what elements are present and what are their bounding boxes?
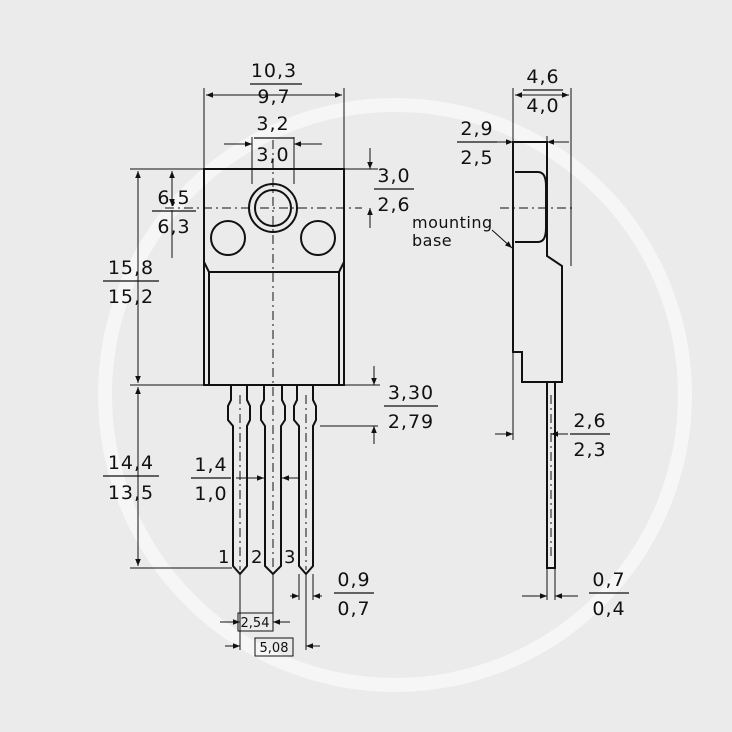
dim-hole-diameter-min: 3,0	[256, 144, 289, 166]
dim-lead-length: 14,4 13,5	[103, 452, 159, 504]
dim-lead-thickness-min: 0,4	[592, 598, 625, 620]
dim-body-width-min: 9,7	[257, 86, 290, 108]
pin-label-3: 3	[284, 547, 295, 568]
dim-lead-shoulder-max: 3,30	[388, 382, 434, 404]
dim-lead-width-wide: 1,4 1,0	[191, 454, 231, 505]
dim-lead-shoulder: 3,30 2,79	[384, 382, 438, 433]
dim-pitch-value: 2,54	[241, 616, 270, 631]
dim-tab-thickness-max: 2,9	[460, 118, 493, 140]
pin-3	[293, 385, 317, 576]
left-lobe	[210, 220, 246, 256]
dim-tab-thickness: 2,9 2,5	[457, 118, 497, 169]
dim-pitch-double-value: 5,08	[260, 641, 289, 656]
dim-lead-width-wide-max: 1,4	[194, 454, 227, 476]
dim-body-height: 15,8 15,2	[103, 257, 159, 308]
dim-body-height-min: 15,2	[108, 286, 154, 308]
side-hole	[515, 171, 547, 243]
dim-body-height-max: 15,8	[108, 257, 154, 279]
mounting-label-line1: mounting	[412, 213, 493, 232]
dim-pitch: 2,54	[237, 612, 274, 632]
dim-hole-diameter-max: 3,2	[256, 113, 289, 135]
dim-body-thickness: 4,6 4,0	[523, 66, 563, 117]
dim-tab-thickness-min: 2,5	[460, 147, 493, 169]
pin-1	[227, 385, 251, 576]
dim-lead-width-max: 0,9	[337, 569, 370, 591]
dim-lead-thickness: 0,7 0,4	[589, 569, 629, 620]
front-view: 10,3 9,7 3,2 3,0 6,5 6,3 15,8 15,2 14,4 …	[103, 60, 438, 657]
pin-label-2: 2	[251, 547, 262, 568]
dim-hole-diameter: 3,2 3,0	[254, 113, 294, 166]
package-body	[203, 168, 345, 386]
mounting-label-line2: base	[412, 231, 452, 250]
dim-lead-thickness-max: 0,7	[592, 569, 625, 591]
dim-hole-to-top-max: 3,0	[377, 165, 410, 187]
dim-hole-center-height-min: 6,3	[157, 216, 190, 238]
dim-hole-to-top-min: 2,6	[377, 194, 410, 216]
mounting-base-leader	[491, 229, 513, 249]
side-profile	[512, 141, 563, 569]
mounting-base-label: mounting base	[412, 213, 493, 250]
dim-lead-width-wide-min: 1,0	[194, 483, 227, 505]
dim-hole-center-height-max: 6,5	[157, 187, 190, 209]
side-view: 4,6 4,0 2,9 2,5 mounting base 2,6 2,3 0,…	[412, 66, 629, 620]
dim-lead-offset-max: 2,6	[573, 410, 606, 432]
dim-lead-shoulder-min: 2,79	[388, 411, 434, 433]
watermark-logo	[98, 98, 692, 692]
dim-body-width: 10,3 9,7	[250, 60, 302, 108]
dim-body-thickness-min: 4,0	[526, 95, 559, 117]
dim-lead-offset: 2,6 2,3	[570, 410, 610, 461]
dim-pitch-double: 5,08	[254, 637, 294, 657]
dim-hole-to-top: 3,0 2,6	[374, 165, 414, 216]
dim-lead-length-max: 14,4	[108, 452, 154, 474]
right-lobe	[300, 220, 336, 256]
dim-lead-length-min: 13,5	[108, 482, 154, 504]
pin-label-1: 1	[218, 547, 229, 568]
dim-lead-width-min: 0,7	[337, 598, 370, 620]
dim-body-width-max: 10,3	[251, 60, 297, 82]
dim-lead-offset-min: 2,3	[573, 439, 606, 461]
dim-lead-width: 0,9 0,7	[334, 569, 374, 620]
dim-body-thickness-max: 4,6	[526, 66, 559, 88]
dim-hole-center-height: 6,5 6,3	[152, 187, 196, 238]
